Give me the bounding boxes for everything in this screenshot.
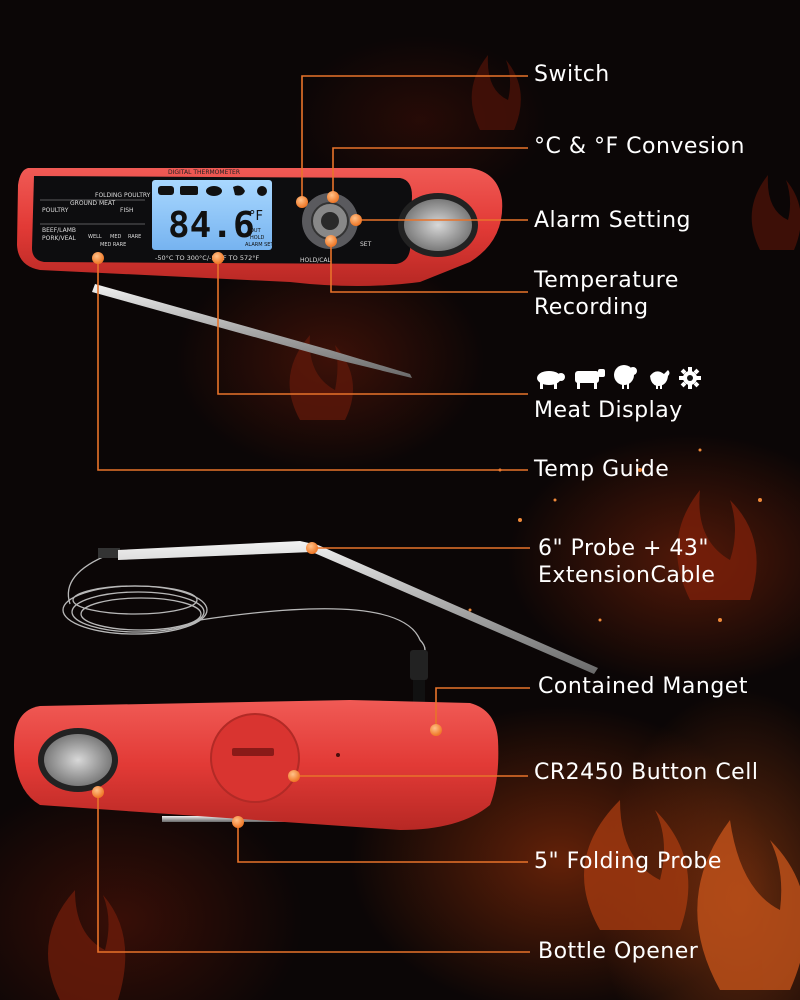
- lcd-screen: [152, 180, 272, 250]
- battery-cover: [210, 713, 300, 803]
- hold-button-label: HOLD/CAL: [300, 257, 332, 264]
- lcd-meat-icons: [158, 185, 267, 196]
- callout-dots: [92, 191, 442, 828]
- pig-icon: [537, 371, 565, 389]
- label-conversion: °C & °F Convesion: [534, 134, 745, 159]
- label-probe-extension: 6" Probe + 43" ExtensionCable: [538, 536, 716, 588]
- cable-connector: [410, 650, 428, 680]
- guide-text-1: GROUND MEAT: [70, 200, 116, 207]
- guide-text-0: POULTRY: [42, 207, 69, 214]
- ember-sparks: [468, 448, 762, 622]
- center-button: [321, 212, 339, 230]
- gear-icon: [679, 367, 701, 389]
- guide-text-7: FISH: [120, 207, 134, 214]
- lcd-status-out: OUT: [250, 228, 262, 234]
- label-alarm-setting: Alarm Setting: [534, 208, 691, 233]
- guide-text-2: FOLDING POULTRY: [95, 192, 151, 199]
- range-text: -50°C TO 300°C/-58°F TO 572°F: [155, 254, 259, 262]
- long-probe: [118, 541, 598, 674]
- guide-text-4: PORK/VEAL: [42, 235, 76, 242]
- chicken-icon: [650, 370, 670, 389]
- lcd-status-alarm: ALARM SET: [245, 242, 274, 248]
- guide-text-9: MED RARE: [100, 242, 126, 248]
- temp-guide-table: [40, 199, 145, 225]
- thermometer-bottom: [14, 541, 598, 830]
- guide-text-5: WELL: [88, 234, 102, 240]
- set-button-label: SET: [360, 241, 372, 248]
- guide-text-3: BEEF/LAMB: [42, 227, 76, 234]
- label-folding-probe: 5" Folding Probe: [534, 849, 722, 874]
- thermometer-top: POULTRY GROUND MEAT FOLDING POULTRY BEEF…: [17, 168, 503, 378]
- turkey-icon: [614, 365, 637, 389]
- label-switch: Switch: [534, 62, 610, 87]
- top-probe: [92, 284, 412, 378]
- cow-icon: [575, 369, 605, 389]
- label-temp-guide: Temp Guide: [534, 457, 670, 482]
- label-bottle-opener: Bottle Opener: [538, 939, 699, 964]
- label-button-cell: CR2450 Button Cell: [534, 760, 759, 785]
- meat-icon-row: [534, 362, 702, 390]
- leader-lines: [97, 75, 530, 953]
- label-contained-manget: Contained Manget: [538, 674, 748, 699]
- guide-text-8: RARE: [128, 234, 141, 240]
- lcd-reading: 84.6: [168, 205, 255, 246]
- brand-text: DIGITAL THERMOMETER: [168, 169, 240, 176]
- label-temperature-recording: Temperature Recording: [534, 268, 679, 320]
- guide-text-6: MED: [110, 234, 121, 240]
- label-meat-display: Meat Display: [534, 398, 683, 423]
- lcd-status-hold: HOLD: [250, 235, 264, 241]
- lcd-unit: °F: [249, 209, 263, 224]
